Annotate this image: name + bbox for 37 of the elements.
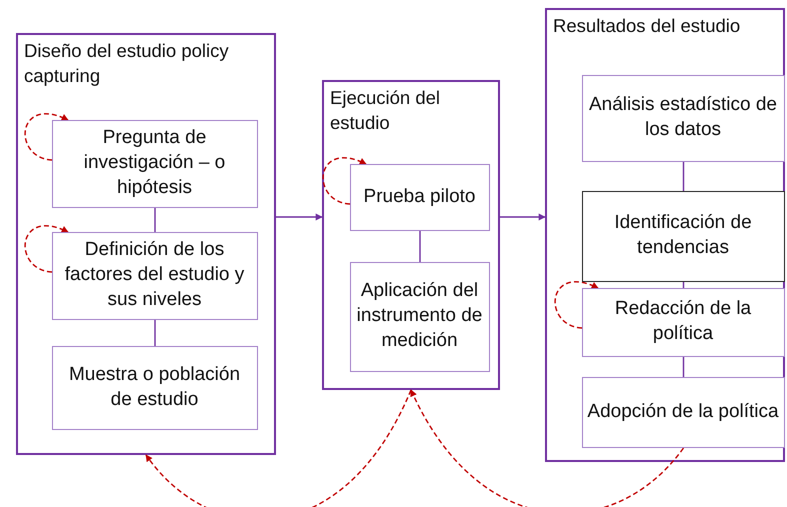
connector-line (419, 231, 421, 262)
step-text: Aplicación del instrumento de medición (356, 279, 484, 353)
step-box (52, 120, 258, 208)
step-box (582, 376, 784, 448)
stage-panel (322, 80, 500, 390)
step-box (52, 232, 258, 320)
step-text: Adopción de la política (587, 400, 779, 424)
step-box (350, 164, 490, 230)
arrow (145, 390, 412, 507)
connector-line (682, 357, 684, 377)
arrow (410, 389, 684, 507)
step-box (582, 74, 784, 162)
step-box (582, 288, 784, 356)
arrow (276, 214, 323, 220)
arrow (24, 225, 69, 273)
arrow (24, 113, 69, 161)
step-box (52, 346, 258, 430)
step-box (350, 262, 490, 372)
group-heading: Resultados del estudio (553, 14, 742, 38)
connector-line (154, 320, 156, 346)
step-text: Pregunta de investigación – o hipótesis (82, 126, 226, 200)
stage-panel (16, 33, 276, 455)
step-text: Redacción de la política (614, 297, 752, 346)
step-text: Identificación de tendencias (613, 211, 753, 260)
step-text: Definición de los factores del estudio y sus niveles (64, 238, 246, 312)
step-text: Prueba piloto (364, 184, 476, 209)
connector-line (682, 162, 684, 191)
step-text: Muestra o población de estudio (68, 362, 242, 412)
arrow (322, 157, 367, 205)
arrow (500, 214, 546, 220)
connector-line (154, 208, 156, 232)
stage-panel (545, 8, 785, 462)
arrow (554, 281, 599, 329)
step-text: Análisis estadístico de los datos (588, 93, 778, 142)
group-heading: Ejecución del estudio (330, 86, 442, 135)
group-heading: Diseño del estudio policy capturing (24, 39, 230, 88)
step-box (582, 190, 784, 282)
